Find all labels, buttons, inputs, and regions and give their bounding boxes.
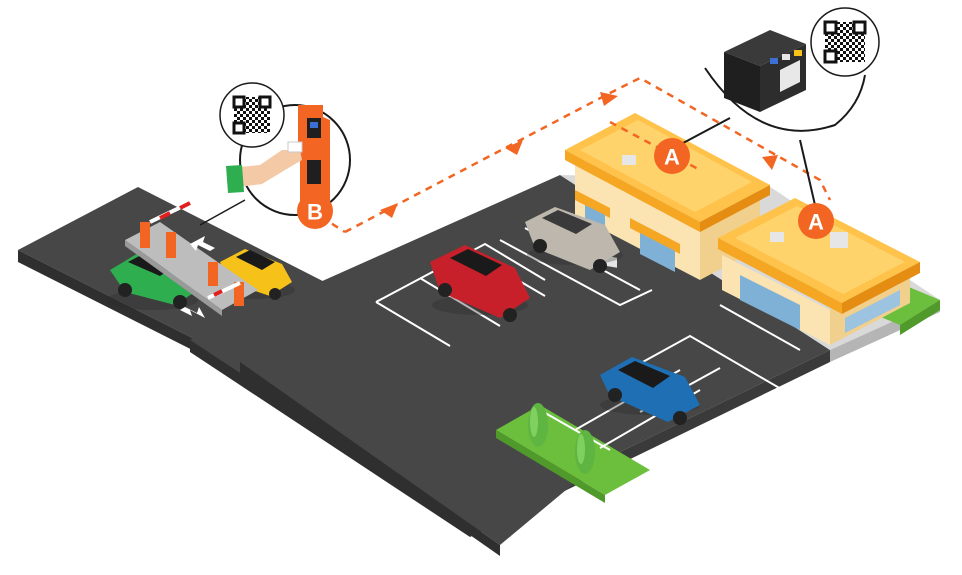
- marker-a-kiosk-1: A: [654, 138, 690, 174]
- qr-bubble-gate: [219, 82, 285, 148]
- tree-bottom-1: [528, 403, 548, 447]
- lower-road: [240, 300, 590, 556]
- arrow-icon: [180, 236, 215, 318]
- marker-a-kiosk-2: A: [798, 203, 834, 239]
- arrow-icon: [380, 203, 398, 218]
- arrow-icon: [600, 92, 618, 106]
- barrier-entry: [140, 196, 201, 258]
- shop-building-2: [718, 198, 920, 345]
- hand-scanning-icon: [226, 141, 303, 193]
- barrier-exit: [207, 262, 244, 306]
- car-red: [430, 245, 530, 322]
- qr-bubble-kiosk: [810, 7, 880, 77]
- car-silver: [525, 207, 623, 273]
- marker-b-gate: B: [297, 193, 333, 229]
- arrow-icon: [762, 155, 778, 170]
- arrow-icon: [505, 140, 523, 155]
- ticket-printer-icon: [724, 30, 806, 112]
- car-blue: [600, 357, 700, 425]
- marker-a-label: A: [664, 145, 680, 170]
- marker-a-label: A: [808, 210, 824, 235]
- tree-bottom-2: [575, 430, 595, 474]
- marker-b-label: B: [307, 200, 323, 225]
